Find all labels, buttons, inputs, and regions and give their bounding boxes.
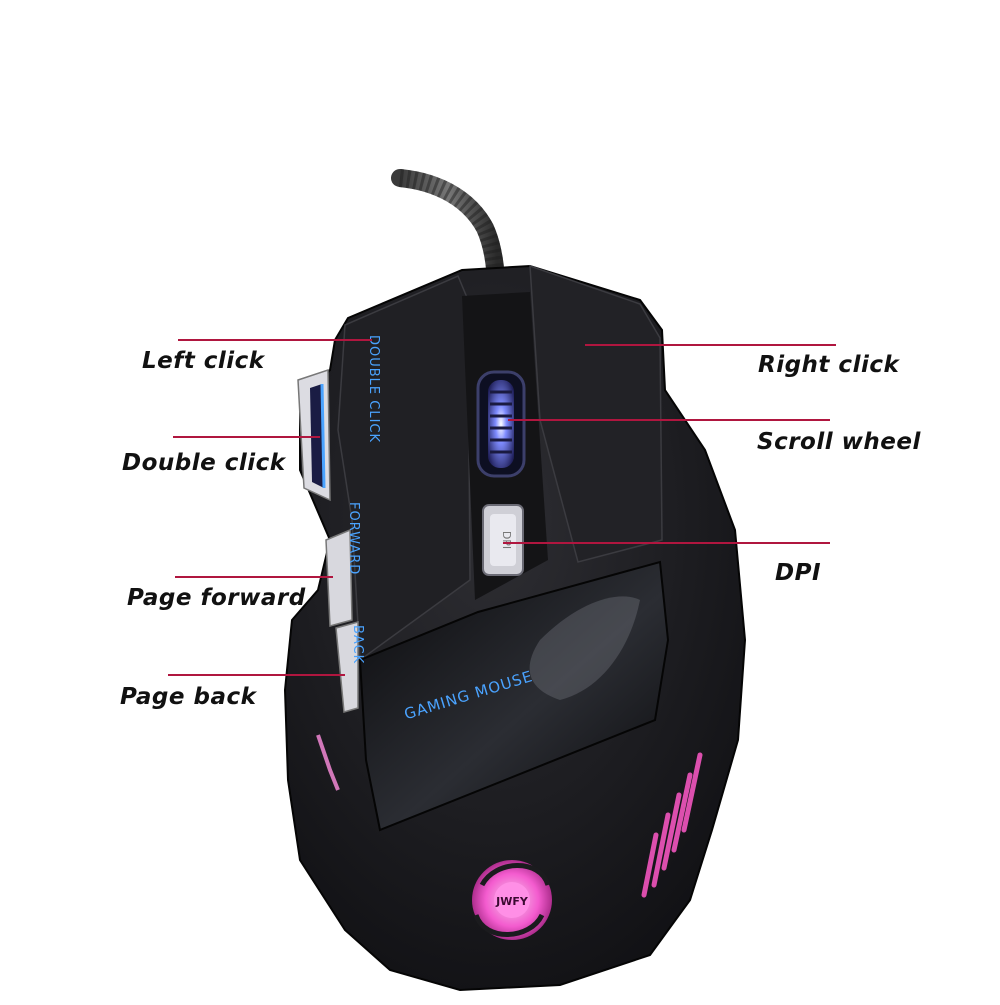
callout-right-click: Right click (758, 352, 900, 378)
dpi-button-text: DPI (500, 531, 513, 549)
dpi-button: DPI (482, 504, 524, 576)
scroll-wheel (476, 370, 526, 478)
left-led-strip (316, 734, 340, 791)
right-led-stripes (641, 752, 703, 898)
side-text-double-click: DOUBLE CLICK (366, 335, 381, 443)
callout-left-click: Left click (142, 348, 265, 374)
callout-dpi: DPI (775, 560, 822, 586)
double-click-side-button (297, 368, 331, 502)
leader-lines (168, 339, 836, 676)
callout-scroll-wheel: Scroll wheel (757, 429, 921, 455)
page-back-side-button (335, 621, 359, 713)
page-forward-side-button (325, 528, 353, 627)
brand-logo: JWFY (472, 860, 552, 940)
callout-page-forward: Page forward (127, 585, 306, 611)
left-click-button (337, 275, 471, 662)
palm-panel (358, 560, 670, 832)
logo-text: JWFY (495, 895, 529, 908)
side-text-back: BACK (350, 625, 365, 664)
callout-page-back: Page back (120, 684, 257, 710)
callout-double-click: Double click (122, 450, 286, 476)
side-text-forward: FORWARD (346, 502, 361, 575)
